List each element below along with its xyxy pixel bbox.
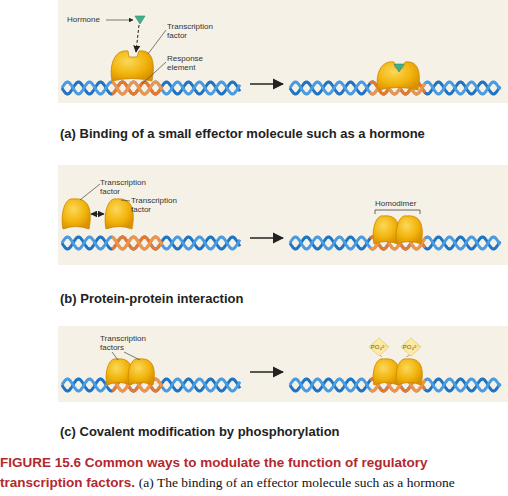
phosphate-symbol [401,338,421,356]
part-label: Transcription factor [100,178,150,196]
response-element [112,82,162,94]
transcription-factor-shape [105,199,133,229]
process-arrow [250,83,283,85]
dna-strand [62,237,240,249]
transcription-factor-shape [396,359,422,385]
transcription-factor-shape [396,216,422,244]
transcription-factor-shape [128,359,154,385]
part-label: Homodimer [375,199,435,208]
response-element [112,237,162,249]
leader-line [80,184,100,200]
dna-strand [62,237,240,249]
binding-path [136,25,139,52]
part-label: Transcription factors [100,334,155,352]
part-label: Response element [167,54,217,72]
hormone-symbol [135,16,145,24]
transcription-factor-shape [377,62,419,90]
transcription-factor-shape [62,199,90,229]
panel-background [58,326,508,402]
panel-background [58,165,508,265]
panel-caption: (c) Covalent modification by phosphoryla… [60,424,460,440]
phosphate-label: PO₄²⁻ [369,344,389,351]
interaction-arrow [91,214,104,215]
leader-line [121,200,130,201]
phosphate-link [380,355,382,357]
figure-caption-block: FIGURE 15.6 Common ways to modulate the … [0,453,508,493]
hormone-symbol [394,64,404,72]
response-element [112,82,162,94]
leader-line [124,352,140,360]
drawing-layer [62,16,500,391]
response-element [112,237,162,249]
transcription-factor-shape [111,51,153,81]
caption-body: (a) The binding of an effector molecule … [139,475,455,490]
dna-strand [62,82,240,94]
panel-caption: (b) Protein-protein interaction [60,291,460,307]
part-label: Transcription factor [131,196,181,214]
process-arrow [250,237,283,239]
panel-caption: (a) Binding of a small effector molecule… [60,126,460,142]
transcription-factor-shape [373,359,399,385]
bracket [375,210,420,214]
process-arrow [250,371,283,373]
transcription-factor-shape [373,216,399,244]
leader-line [148,30,166,54]
phosphate-label: PO₄²⁻ [401,344,421,351]
part-label: Transcription factor [167,22,217,40]
dna-strand [62,82,240,94]
panel-background [58,0,508,103]
phosphate-link [406,355,410,357]
phosphate-symbol [369,338,389,356]
part-label: Hormone [67,15,117,24]
leader-arrow [106,20,133,21]
leader-line [142,62,166,84]
leader-line [112,352,118,360]
